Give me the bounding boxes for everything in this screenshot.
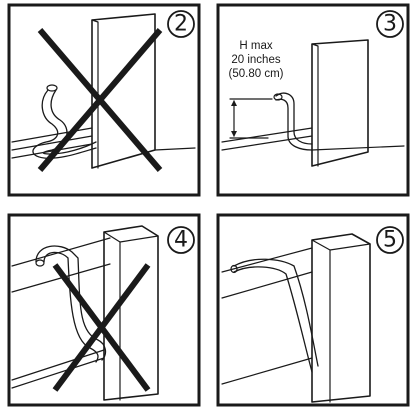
- drain-hose: [233, 266, 313, 373]
- floor-line: [11, 349, 105, 381]
- hose-end: [273, 93, 283, 101]
- cross-mark: [37, 28, 163, 172]
- appliance-edge: [119, 235, 159, 243]
- appliance-edge: [91, 19, 99, 169]
- step-number: 2: [174, 12, 188, 37]
- appliance-side: [311, 233, 371, 403]
- cross-mark: [52, 263, 151, 392]
- hose-end: [230, 264, 238, 274]
- height-label-line-3: (50.80 cm): [229, 68, 284, 80]
- panel-step-5: 5: [216, 213, 410, 407]
- appliance-side: [103, 225, 159, 401]
- arrow-head-up: [231, 100, 237, 106]
- floor-line: [221, 127, 313, 143]
- drain-hose: [233, 258, 319, 367]
- drain-hose: [35, 245, 107, 361]
- height-label-line-2: 20 inches: [231, 54, 280, 66]
- arrow-head-down: [231, 131, 237, 137]
- floor-line: [11, 143, 93, 159]
- drain-hose: [275, 92, 313, 145]
- floor-line: [11, 135, 93, 151]
- panel-frame: [216, 213, 410, 407]
- step-number-badge: [376, 10, 404, 38]
- panel-frame: [7, 3, 201, 197]
- appliance-edge: [329, 243, 371, 251]
- floor-line: [11, 127, 93, 143]
- hose-end: [46, 84, 58, 92]
- floor-line: [11, 357, 105, 389]
- drain-hose: [42, 89, 97, 155]
- floor-line: [221, 357, 313, 385]
- step-number: 5: [383, 228, 397, 253]
- hose-end: [35, 259, 45, 267]
- step-number-badge: [167, 10, 195, 38]
- appliance-side: [311, 39, 369, 167]
- panel-step-3: H max 20 inches (50.80 cm) 3: [216, 3, 410, 197]
- step-number-badge: [167, 226, 195, 254]
- floor-line: [311, 145, 405, 151]
- step-number-badge: [376, 226, 404, 254]
- appliance-edge: [311, 43, 319, 167]
- floor-line: [154, 147, 196, 151]
- step-number: 3: [383, 12, 397, 37]
- panel-frame: [216, 3, 410, 197]
- step-number: 4: [174, 228, 188, 253]
- panel-step-4: 4: [7, 213, 201, 407]
- panel-step-2: 2: [7, 3, 201, 197]
- drain-hose: [43, 251, 99, 363]
- counter-line: [11, 237, 111, 267]
- height-label-line-1: H max: [239, 40, 272, 52]
- drain-hose: [32, 89, 97, 159]
